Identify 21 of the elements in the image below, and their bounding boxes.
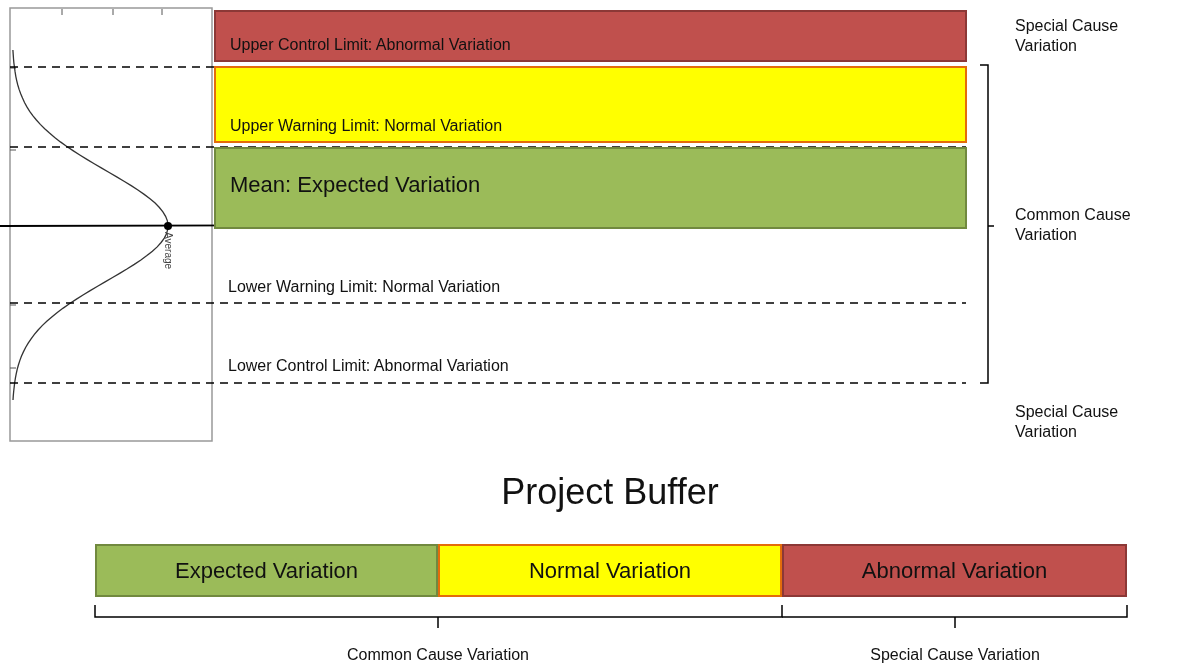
band-label: Upper Control Limit: Abnormal Variation [230,36,511,54]
cause-label: Special Cause Variation [869,645,1041,665]
buffer-segment [438,544,782,597]
band-label: Expected Variation [174,557,358,584]
limit-label: Lower Warning Limit: Normal Variation [228,277,502,297]
cause-label: Special Cause Variation [1015,16,1120,56]
limit-label: Lower Control Limit: Abnormal Variation [228,356,510,376]
band-label: Upper Warning Limit: Normal Variation [230,117,503,135]
band-label: Normal Variation [528,557,692,584]
warning-band [214,66,967,143]
band-label: Abnormal Variation [861,557,1048,584]
control-band [214,10,967,62]
cause-label: Common Cause Variation [1015,205,1132,245]
buffer-segment [95,544,438,597]
buffer-segment [782,544,1127,597]
axis-label: Average [162,232,174,270]
cause-label: Common Cause Variation [346,645,530,665]
title: Project Buffer [500,470,720,514]
band-label: Mean: Expected Variation [230,172,481,198]
mean-band [214,147,967,229]
cause-label: Special Cause Variation [1015,402,1120,442]
